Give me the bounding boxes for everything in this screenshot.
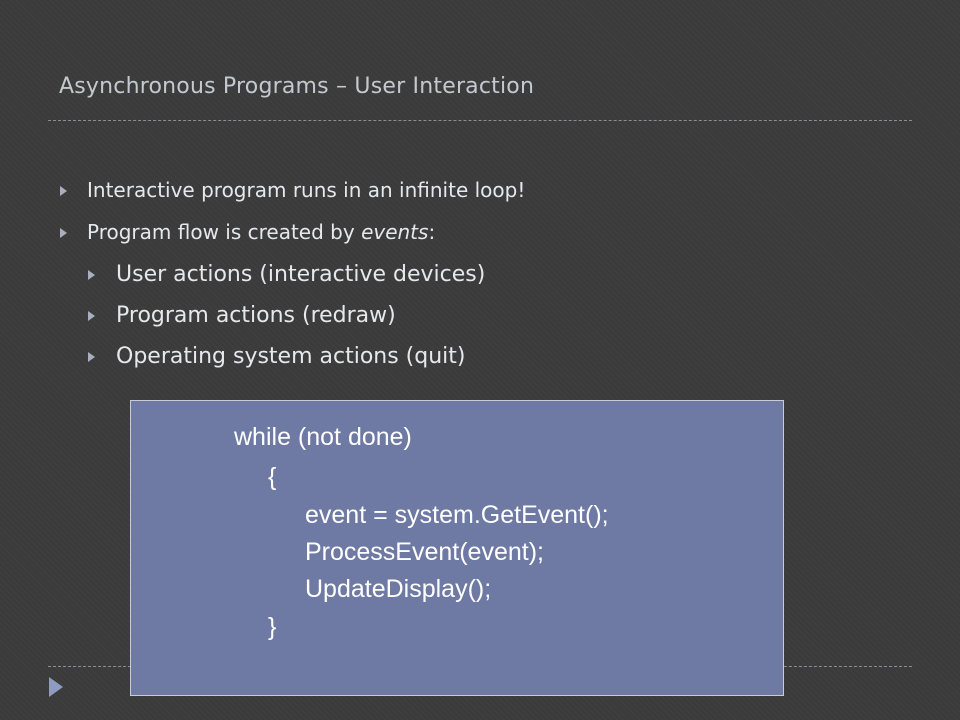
code-line: while (not done) [234, 423, 412, 451]
bullet-item: Program flow is created by events: [57, 212, 525, 254]
bullet-arrow-icon [88, 351, 95, 362]
code-box: while (not done) { event = system.GetEve… [130, 400, 784, 696]
code-line: event = system.GetEvent(); [305, 501, 609, 529]
slide-title: Asynchronous Programs – User Interaction [59, 74, 535, 99]
play-arrow-icon [49, 677, 63, 697]
title-divider [48, 120, 912, 121]
bullet-arrow-icon [88, 269, 95, 280]
sub-bullet-item: User actions (interactive devices) [57, 254, 525, 295]
bullet-text-suffix: : [428, 220, 436, 244]
sub-bullet-text: User actions (interactive devices) [116, 262, 486, 287]
sub-bullet-text: Program actions (redraw) [116, 303, 396, 328]
bullet-arrow-icon [88, 310, 95, 321]
bullet-text: Interactive program runs in an infinite … [87, 178, 526, 202]
code-line: ProcessEvent(event); [305, 538, 544, 566]
code-line: UpdateDisplay(); [305, 575, 492, 603]
code-line: { [268, 463, 277, 491]
bullet-arrow-icon [60, 228, 67, 238]
bullet-text: Program flow is created by [87, 220, 362, 244]
bullet-arrow-icon [60, 186, 67, 196]
sub-bullet-item: Operating system actions (quit) [57, 336, 525, 377]
bullet-item: Interactive program runs in an infinite … [57, 170, 525, 212]
bullet-list: Interactive program runs in an infinite … [57, 170, 525, 377]
sub-bullet-text: Operating system actions (quit) [116, 344, 466, 369]
bullet-emphasis: events [361, 220, 429, 244]
sub-bullet-item: Program actions (redraw) [57, 295, 525, 336]
code-line: } [268, 613, 277, 641]
